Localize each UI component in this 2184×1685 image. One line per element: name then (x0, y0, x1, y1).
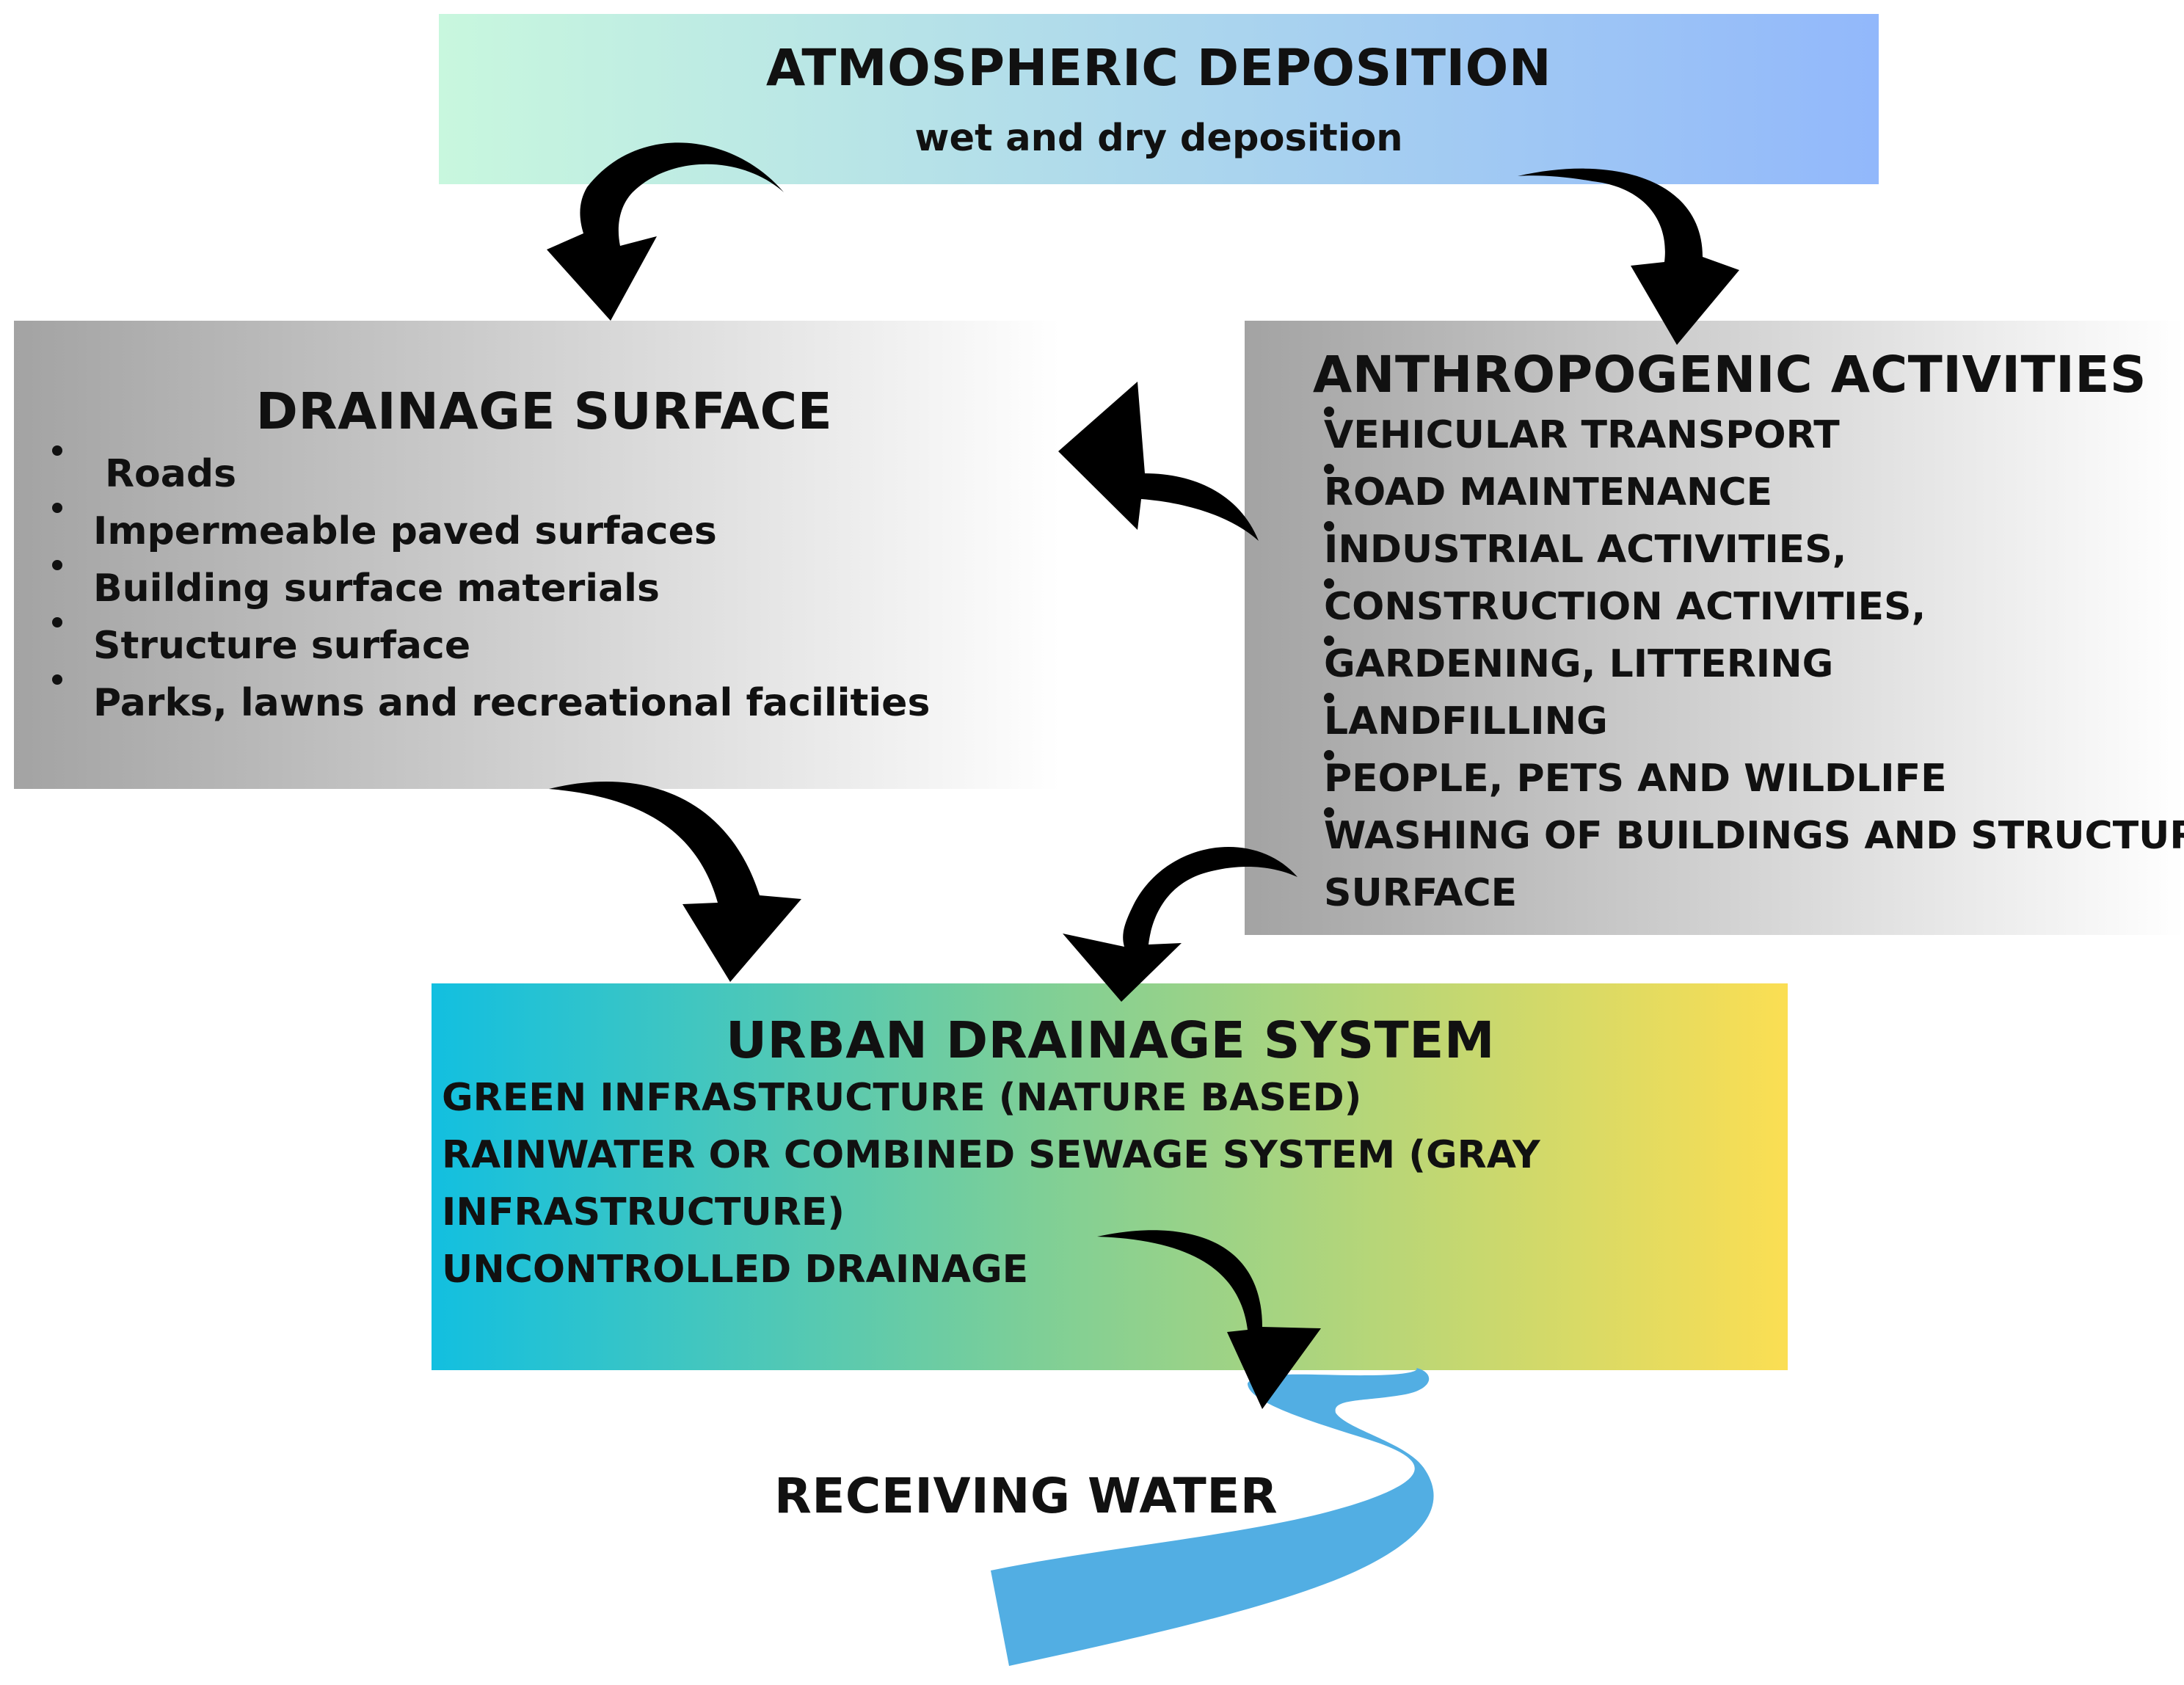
arrow-urban-to-water-icon (1097, 1230, 1321, 1409)
bullet-icon (1324, 636, 1334, 646)
bullet-icon (1324, 521, 1334, 531)
drainage-surface-box-bg (14, 321, 1060, 789)
list-item: Roads (52, 445, 930, 503)
list-item: INDUSTRIAL ACTIVITIES, (1324, 521, 2184, 578)
list-item: ROAD MAINTENANCE (1324, 464, 2184, 521)
bullet-icon (52, 617, 62, 627)
list-item: INFRASTRUCTURE) (442, 1190, 845, 1234)
list-item-continuation: SURFACE (1324, 871, 1518, 915)
bullet-icon (1324, 693, 1334, 703)
list-item: RAINWATER OR COMBINED SEWAGE SYSTEM (GRA… (442, 1133, 1540, 1177)
list-item: LANDFILLING (1324, 693, 2184, 750)
bullet-icon (1324, 807, 1334, 818)
anthropogenic-activities-list: VEHICULAR TRANSPORT ROAD MAINTENANCE IND… (1324, 407, 2184, 922)
arrow-drainage-to-urban-icon (549, 782, 801, 982)
bullet-icon (1324, 407, 1334, 417)
anthropogenic-activities-title: ANTHROPOGENIC ACTIVITIES (1312, 346, 2147, 404)
urban-drainage-system-title: URBAN DRAINAGE SYSTEM (725, 1011, 1496, 1070)
bullet-icon (52, 445, 62, 456)
bullet-icon (1324, 750, 1334, 760)
list-item: WASHING OF BUILDINGS AND STRUCTURE (1324, 807, 2184, 865)
bullet-icon (52, 560, 62, 570)
list-item: PEOPLE, PETS AND WILDLIFE (1324, 750, 2184, 807)
list-item: GARDENING, LITTERING (1324, 636, 2184, 693)
atmospheric-deposition-box: ATMOSPHERIC DEPOSITION wet and dry depos… (439, 14, 1879, 184)
urban-drainage-system-list: GREEN INFRASTRUCTURE (NATURE BASED) RAIN… (442, 1069, 1540, 1298)
drainage-surface-box: DRAINAGE SURFACE (14, 321, 1060, 789)
list-item: VEHICULAR TRANSPORT (1324, 407, 2184, 464)
bullet-icon (52, 503, 62, 513)
list-item: Structure surface (52, 617, 930, 674)
list-item: UNCONTROLLED DRAINAGE (442, 1248, 1029, 1292)
atmospheric-deposition-subtitle: wet and dry deposition (914, 117, 1403, 160)
urban-drainage-system-box-bg (432, 983, 1788, 1370)
bullet-icon (1324, 578, 1334, 589)
river-shape (991, 1368, 1434, 1666)
arrow-anthro-to-drainage-icon (1058, 382, 1259, 541)
list-item: Impermeable paved surfaces (52, 503, 930, 560)
list-item: Building surface materials (52, 560, 930, 617)
anthropogenic-activities-box-bg (1245, 321, 2184, 935)
drainage-surface-title: DRAINAGE SURFACE (255, 382, 833, 441)
arrow-anthro-to-urban-icon (1063, 846, 1297, 1002)
anthropogenic-activities-box: ANTHROPOGENIC ACTIVITIES (1245, 321, 2184, 935)
urban-drainage-system-box: URBAN DRAINAGE SYSTEM (432, 983, 1788, 1370)
arrow-atmo-to-drainage-icon (547, 142, 784, 321)
drainage-surface-list: Roads Impermeable paved surfaces Buildin… (52, 445, 930, 732)
list-item: CONSTRUCTION ACTIVITIES, (1324, 578, 2184, 636)
receiving-water-label: RECEIVING WATER (774, 1468, 1278, 1524)
bullet-icon (52, 674, 62, 685)
list-item: GREEN INFRASTRUCTURE (NATURE BASED) (442, 1076, 1362, 1120)
atmospheric-deposition-title: ATMOSPHERIC DEPOSITION (765, 39, 1552, 98)
bullet-icon (1324, 464, 1334, 474)
list-item: Parks, lawns and recreational facilities (52, 674, 930, 732)
arrow-atmo-to-anthro-icon (1518, 168, 1739, 345)
